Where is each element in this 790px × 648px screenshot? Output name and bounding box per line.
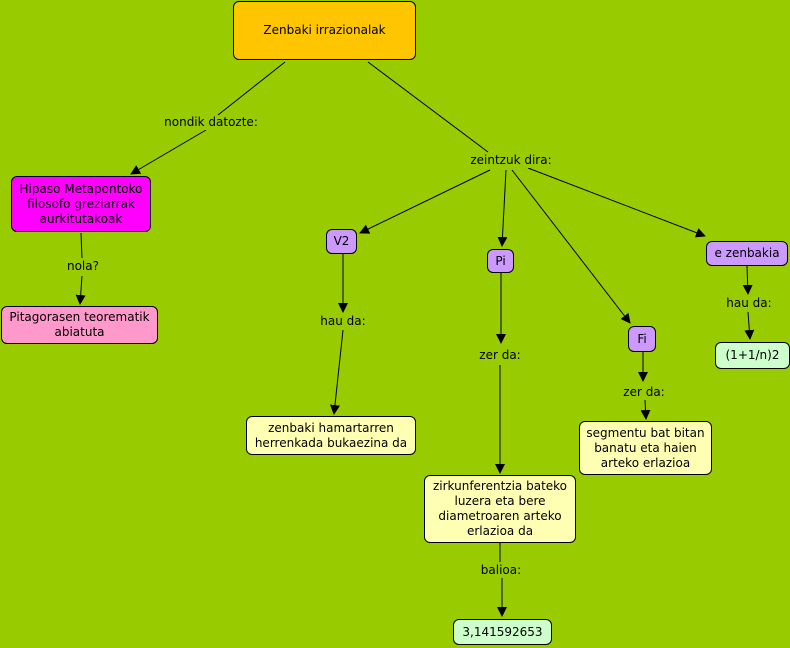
link-phrase-e-hau: hau da: <box>721 296 777 311</box>
link-phrase-nondik: nondik datozte: <box>160 115 262 130</box>
link-zer-fidef <box>640 399 651 420</box>
link-zeintzuk-v2 <box>359 169 491 234</box>
link-root-zeintzuk <box>367 61 489 153</box>
root-concept-node[interactable]: Zenbaki irrazionalak <box>233 1 416 60</box>
link-phrase-balioa: balioa: <box>477 563 525 578</box>
pi-definition-node[interactable]: zirkunferentzia bateko luzera eta bere d… <box>424 475 576 543</box>
fi-definition-node[interactable]: segmentu bat bitan banatu eta haien arte… <box>579 421 712 475</box>
e-value-node[interactable]: (1+1/n)2 <box>715 342 790 369</box>
link-hau-evalue <box>744 311 755 340</box>
link-hau-v2def <box>329 329 344 415</box>
link-phrase-nola: nola? <box>60 259 106 274</box>
link-phrase-fi-zer: zer da: <box>619 385 669 400</box>
pi-node[interactable]: Pi <box>487 249 514 273</box>
v2-node[interactable]: V2 <box>326 229 357 254</box>
pi-value-node[interactable]: 3,141592653 <box>453 619 552 645</box>
link-nondik-hipaso <box>130 129 207 175</box>
link-zeintzuk-e <box>527 167 706 238</box>
fi-node[interactable]: Fi <box>628 326 656 352</box>
link-phrase-pi-zer: zer da: <box>475 348 525 363</box>
link-zeintzuk-pi <box>497 169 508 247</box>
pitagoras-node[interactable]: Pitagorasen teorematik abiatuta <box>1 306 158 344</box>
link-e-hau <box>742 265 753 295</box>
link-nola-pitagoras <box>75 275 86 305</box>
link-phrase-v2-hau: hau da: <box>315 314 371 329</box>
link-hipaso-nola <box>80 232 83 259</box>
v2-definition-node[interactable]: zenbaki hamartarren herrenkada bukaezina… <box>246 416 416 455</box>
e-zenbakia-node[interactable]: e zenbakia <box>706 241 788 266</box>
link-phrase-zeintzuk: zeintzuk dira: <box>461 153 561 168</box>
link-root-nondik <box>217 61 286 116</box>
link-zeintzuk-fi <box>511 169 631 324</box>
hipaso-node[interactable]: Hipaso Metapontoko filosofo greziarrak a… <box>11 176 151 232</box>
